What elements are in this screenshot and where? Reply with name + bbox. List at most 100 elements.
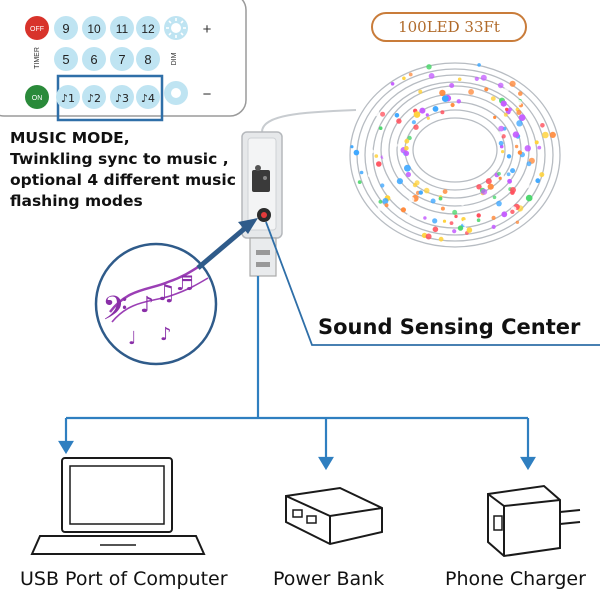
led-dot — [497, 82, 504, 89]
music-mode-line: optional 4 different music — [10, 171, 236, 189]
led-dot — [535, 178, 541, 184]
led-dot — [452, 209, 458, 215]
led-dot — [485, 178, 492, 185]
music-mode-line: MUSIC MODE, — [10, 129, 130, 147]
led-dot — [525, 194, 533, 202]
led-dot — [515, 220, 520, 224]
music-mode-2-label: ♪2 — [87, 92, 101, 105]
led-dot — [411, 120, 416, 125]
key-5[interactable]: 5 — [54, 47, 78, 71]
led-dot — [474, 76, 479, 81]
led-dot — [403, 150, 410, 156]
copper-wire-coil — [349, 62, 561, 248]
led-dot — [462, 219, 469, 227]
led-dot — [490, 96, 496, 101]
music-mode-description: MUSIC MODE, Twinkling sync to music , op… — [10, 128, 236, 212]
key-10-label: 10 — [87, 22, 101, 36]
led-dot — [503, 112, 508, 117]
led-dot — [405, 171, 411, 178]
led-dot — [396, 178, 403, 185]
led-dot — [506, 172, 511, 177]
led-dot — [518, 91, 523, 96]
svg-text:♬: ♬ — [176, 271, 194, 295]
led-count-badge: 100LED 33Ft — [371, 12, 527, 42]
key-6[interactable]: 6 — [82, 47, 106, 71]
svg-text:𝄢: 𝄢 — [102, 290, 128, 336]
led-dot — [423, 102, 428, 106]
on-button[interactable]: ON — [25, 85, 49, 109]
led-dot — [462, 226, 467, 231]
led-dot — [517, 150, 523, 155]
music-mode-3-button[interactable]: ♪3 — [110, 85, 134, 109]
led-dot — [454, 214, 458, 219]
led-dot — [498, 125, 505, 132]
svg-text:♪: ♪ — [140, 293, 154, 318]
sound-sensor-dot — [257, 208, 271, 222]
led-dot — [440, 206, 445, 211]
led-dot — [380, 183, 385, 188]
led-dot — [477, 63, 481, 67]
led-dot — [442, 219, 447, 223]
led-dot — [432, 218, 438, 224]
led-dot — [481, 188, 488, 195]
music-pointer-arrow — [196, 222, 252, 270]
led-dot — [501, 211, 508, 218]
led-dot — [542, 131, 549, 139]
music-mode-1-button[interactable]: ♪1 — [56, 85, 80, 109]
led-dot — [509, 80, 516, 87]
music-mode-2-button[interactable]: ♪2 — [82, 85, 106, 109]
led-dot — [359, 170, 364, 175]
sound-center-line — [265, 221, 600, 346]
key-11[interactable]: 11 — [110, 16, 134, 40]
led-dot — [406, 213, 411, 217]
led-dot — [426, 116, 430, 120]
key-7[interactable]: 7 — [110, 47, 134, 71]
key-10[interactable]: 10 — [82, 16, 106, 40]
led-dot — [378, 126, 383, 130]
led-dot — [512, 131, 520, 138]
music-mode-4-button[interactable]: ♪4 — [136, 85, 160, 109]
led-dot — [449, 221, 454, 226]
led-dot — [377, 205, 384, 211]
key-12-label: 12 — [141, 22, 155, 36]
led-dot — [404, 164, 411, 172]
led-dot — [457, 77, 462, 82]
led-dot — [493, 115, 497, 119]
brightness-up-button[interactable] — [164, 16, 188, 40]
key-9[interactable]: 9 — [54, 16, 78, 40]
led-dot — [376, 161, 382, 167]
led-dot — [505, 107, 509, 112]
off-button[interactable]: OFF — [25, 16, 49, 40]
led-dot — [524, 145, 531, 152]
led-dot — [510, 168, 516, 174]
led-dot — [534, 140, 539, 145]
led-dot — [442, 189, 448, 195]
led-dot — [516, 120, 523, 127]
led-dot — [357, 180, 362, 185]
led-dot — [382, 198, 389, 204]
led-dot — [507, 178, 512, 184]
led-dot — [549, 131, 556, 138]
led-dot — [518, 114, 526, 121]
music-mode-1-label: ♪1 — [61, 92, 75, 105]
arrow-to-power-bank — [318, 456, 334, 471]
led-dot — [514, 144, 519, 149]
laptop-icon — [30, 457, 206, 555]
led-dot — [540, 123, 545, 128]
key-8[interactable]: 8 — [136, 47, 160, 71]
led-dot — [396, 118, 402, 124]
plus-label: + — [203, 21, 212, 38]
svg-text:♪: ♪ — [160, 324, 172, 345]
pointer-lines — [196, 218, 600, 346]
brightness-down-button[interactable] — [164, 81, 188, 105]
led-dot — [425, 113, 429, 117]
led-dot — [406, 184, 411, 189]
led-dot — [526, 161, 532, 167]
led-dot — [383, 139, 388, 143]
led-dots — [350, 63, 556, 242]
led-dot — [476, 184, 482, 190]
led-dot — [390, 82, 395, 86]
key-12[interactable]: 12 — [136, 16, 160, 40]
